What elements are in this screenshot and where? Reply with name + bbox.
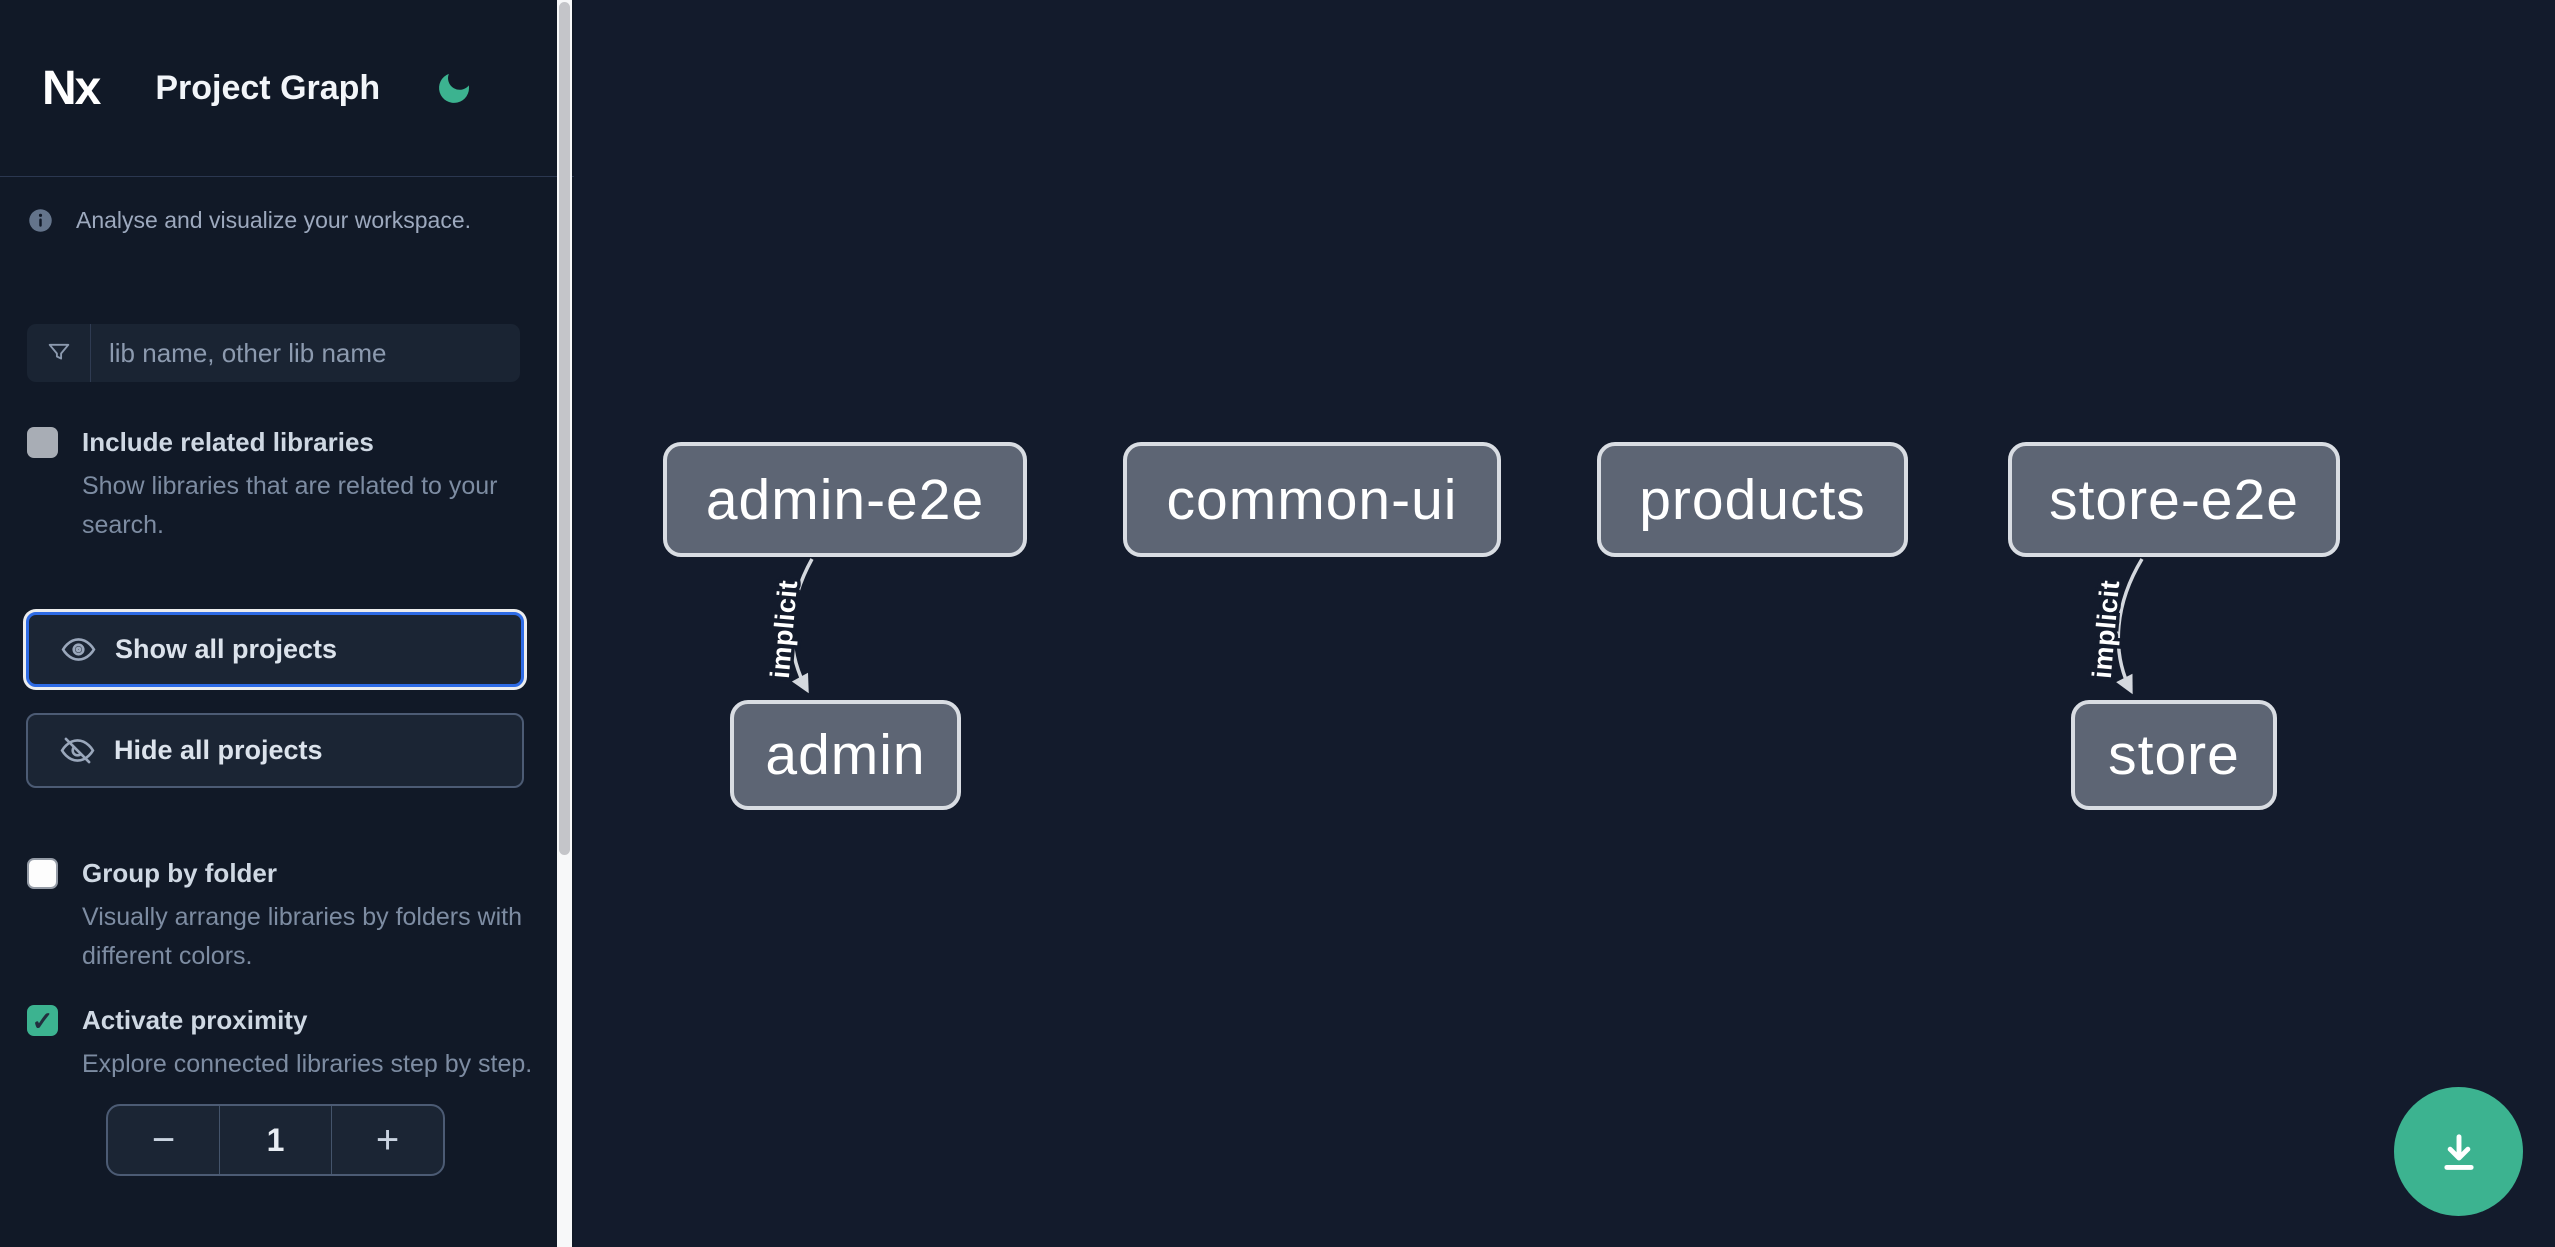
download-icon (2443, 1133, 2474, 1170)
hide-all-projects-label: Hide all projects (114, 735, 323, 765)
decrement-button[interactable]: − (108, 1106, 219, 1174)
group-by-folder-description: Visually arrange libraries by folders wi… (82, 903, 523, 970)
checkmark-icon: ✓ (31, 1005, 54, 1036)
hide-all-projects-button[interactable]: Hide all projects (26, 713, 524, 788)
graph-node-products[interactable]: products (1597, 442, 1908, 557)
activate-proximity-checkbox[interactable]: ✓ (27, 1005, 58, 1036)
option-include-related: Include related libraries Show libraries… (27, 426, 547, 545)
sidebar-scrollbar-track (557, 0, 572, 1247)
eye-slash-icon (60, 737, 95, 764)
proximity-stepper: − 1 + (106, 1104, 445, 1176)
eye-icon (61, 638, 96, 661)
option-group-by-folder: Group by folder Visually arrange librari… (27, 857, 547, 976)
sidebar: Nx Project Graph Analyse and visualize y… (0, 0, 574, 1247)
graph-node-store[interactable]: store (2071, 700, 2277, 810)
sidebar-scrollbar-thumb[interactable] (559, 2, 570, 855)
tagline-text: Analyse and visualize your workspace. (76, 207, 472, 233)
include-related-checkbox[interactable] (27, 427, 58, 458)
info-icon (29, 209, 52, 232)
page-title: Project Graph (155, 68, 381, 107)
nx-logo: Nx (42, 61, 101, 115)
include-related-label[interactable]: Include related libraries (82, 427, 374, 457)
show-all-projects-label: Show all projects (115, 634, 338, 664)
activate-proximity-description: Explore connected libraries step by step… (82, 1050, 533, 1078)
option-activate-proximity: ✓ Activate proximity Explore connected l… (27, 1004, 547, 1084)
graph-node-store-e2e[interactable]: store-e2e (2008, 442, 2340, 557)
edge-store-e2e-store[interactable] (2116, 558, 2144, 695)
show-all-projects-button[interactable]: Show all projects (26, 612, 524, 687)
filter-box (27, 324, 520, 382)
activate-proximity-label[interactable]: Activate proximity (82, 1005, 308, 1035)
group-by-folder-checkbox[interactable] (27, 858, 58, 889)
sidebar-header: Nx Project Graph (0, 0, 574, 177)
group-by-folder-label[interactable]: Group by folder (82, 858, 277, 888)
download-graph-button[interactable] (2394, 1087, 2523, 1216)
tagline-row: Analyse and visualize your workspace. (27, 207, 547, 234)
include-related-description: Show libraries that are related to your … (82, 472, 498, 539)
sidebar-content: Analyse and visualize your workspace. In… (0, 207, 574, 1176)
edge-admin-e2e-admin[interactable] (790, 558, 814, 694)
theme-toggle-button[interactable] (432, 66, 476, 110)
graph-node-admin-e2e[interactable]: admin-e2e (663, 442, 1027, 557)
filter-input[interactable] (91, 324, 520, 382)
proximity-value: 1 (266, 1121, 285, 1158)
graph-node-admin[interactable]: admin (730, 700, 961, 810)
moon-icon (439, 73, 470, 103)
increment-button[interactable]: + (332, 1106, 443, 1174)
funnel-icon (27, 324, 91, 382)
graph-node-common-ui[interactable]: common-ui (1123, 442, 1501, 557)
